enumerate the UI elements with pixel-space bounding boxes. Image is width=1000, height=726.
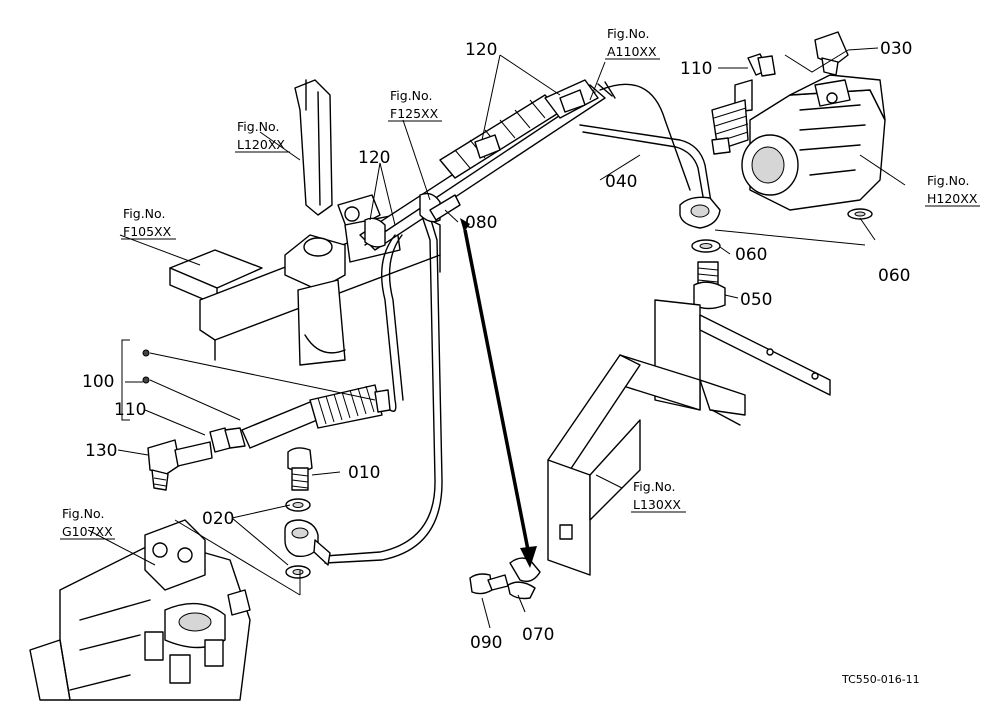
leader-dot-upper (142, 349, 150, 357)
leader-lines (87, 47, 906, 629)
hose-100 (209, 384, 391, 453)
label-090: 090 (470, 633, 502, 653)
bracket-l130 (547, 299, 831, 576)
fig-ref-h120: Fig.No. H120XX (925, 173, 980, 207)
svg-text:Fig.No.: Fig.No. (390, 88, 432, 103)
fig-ref-f125: Fig.No. F125XX (388, 88, 442, 122)
pipe-clamps-120 (364, 89, 586, 248)
installation-arrow (460, 218, 537, 568)
label-080: 080 (465, 213, 497, 233)
fig-ref-f105: Fig.No. F105XX (121, 206, 176, 240)
valve-body-g107 (29, 519, 251, 701)
pump-fittings (679, 31, 849, 310)
fig-ref-l130: Fig.No. L130XX (631, 479, 686, 513)
svg-text:F105XX: F105XX (123, 224, 172, 239)
fig-ref-g107: Fig.No. G107XX (60, 506, 115, 540)
fig-ref-l120: Fig.No. L120XX (235, 119, 290, 153)
clamp-070-screw-090 (469, 557, 541, 600)
label-030: 030 (880, 39, 912, 59)
label-070: 070 (522, 625, 554, 645)
label-010: 010 (348, 463, 380, 483)
svg-text:Fig.No.: Fig.No. (237, 119, 279, 134)
label-040: 040 (605, 172, 637, 192)
elbow-fitting-130 (147, 439, 213, 491)
svg-text:F125XX: F125XX (390, 106, 439, 121)
svg-text:G107XX: G107XX (62, 524, 113, 539)
bolt-010-washers-020 (284, 447, 331, 579)
label-060-right: 060 (878, 266, 910, 286)
svg-text:A110XX: A110XX (607, 44, 657, 59)
svg-text:L120XX: L120XX (237, 137, 285, 152)
label-110-left: 110 (114, 400, 146, 420)
svg-text:Fig.No.: Fig.No. (62, 506, 104, 521)
label-110-top: 110 (680, 59, 712, 79)
fig-ref-a110: Fig.No. A110XX (605, 26, 660, 60)
svg-text:Fig.No.: Fig.No. (633, 479, 675, 494)
label-020: 020 (202, 509, 234, 529)
svg-text:L130XX: L130XX (633, 497, 681, 512)
pump-h120 (741, 74, 886, 220)
svg-text:Fig.No.: Fig.No. (927, 173, 969, 188)
svg-text:H120XX: H120XX (927, 191, 978, 206)
leader-dot-lower (142, 376, 150, 384)
diagram-code: TC550-016-11 (841, 673, 920, 686)
svg-text:Fig.No.: Fig.No. (123, 206, 165, 221)
label-050: 050 (740, 290, 772, 310)
svg-text:Fig.No.: Fig.No. (607, 26, 649, 41)
label-060-left: 060 (735, 245, 767, 265)
label-120-mid: 120 (358, 148, 390, 168)
label-130: 130 (85, 441, 117, 461)
label-100: 100 (82, 372, 114, 392)
label-120-top: 120 (465, 40, 497, 60)
